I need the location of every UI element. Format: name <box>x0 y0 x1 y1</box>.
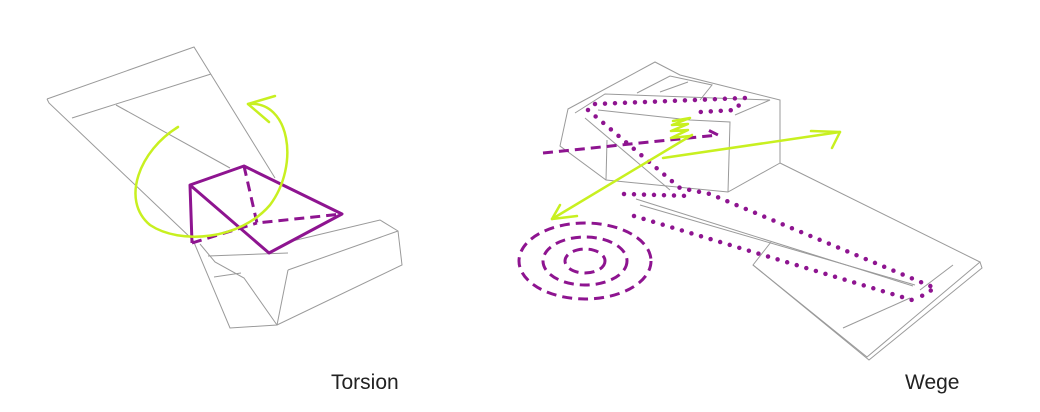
wege-building-outline <box>559 61 983 361</box>
rotation-arrow-icon <box>134 94 289 238</box>
wege-path-dots <box>585 95 940 303</box>
torsion-diagram <box>46 46 403 329</box>
torsion-building-outline <box>46 46 403 329</box>
wege-dashed-axis <box>542 128 724 155</box>
wege-concentric-rings <box>517 221 653 301</box>
wege-diagram <box>517 61 983 361</box>
torsion-label: Torsion <box>331 371 399 394</box>
wege-label: Wege <box>905 371 960 394</box>
wege-movement-arrows-icon <box>550 116 842 221</box>
